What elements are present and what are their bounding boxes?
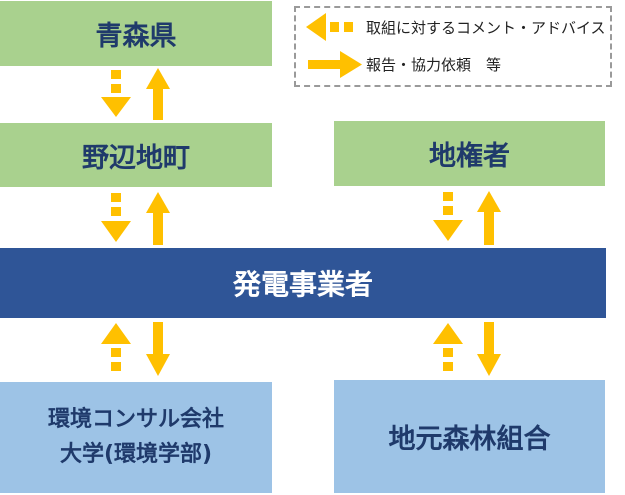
- node-aomori-label: 青森県: [95, 21, 177, 52]
- legend-solid-arrow: [308, 51, 362, 78]
- node-power-producer-label: 発電事業者: [232, 268, 373, 301]
- node-university-label: 大学(環境学部): [59, 441, 213, 467]
- node-aomori-prefecture: 青森県: [0, 1, 272, 66]
- arrow-dashed-landowner-to-producer: [433, 192, 463, 241]
- node-forestry-cooperative: 地元森林組合: [334, 380, 605, 493]
- node-nobeji-town: 野辺地町: [0, 123, 272, 187]
- arrow-solid-producer-to-forestry: [477, 322, 501, 376]
- legend-dashed-arrow: [306, 13, 353, 41]
- arrow-solid-nobeji-to-aomori: [146, 68, 170, 120]
- arrow-dashed-nobeji-to-producer: [101, 193, 131, 242]
- arrow-dashed-aomori-to-nobeji: [101, 70, 131, 117]
- node-power-producer: 発電事業者: [0, 248, 606, 318]
- arrow-solid-producer-to-consultant: [146, 322, 170, 376]
- node-forestry-label: 地元森林組合: [388, 424, 551, 455]
- arrow-dashed-consultant-to-producer: [101, 323, 131, 371]
- arrow-solid-producer-to-nobeji: [146, 192, 170, 245]
- legend-solid-label: 報告・協力依頼 等: [366, 56, 502, 74]
- legend-dashed-label: 取組に対するコメント・アドバイス: [366, 19, 606, 37]
- node-nobeji-label: 野辺地町: [82, 142, 190, 174]
- node-landowner-label: 地権者: [429, 141, 510, 172]
- arrow-solid-producer-to-landowner: [477, 191, 501, 245]
- node-consultant-university: 環境コンサル会社 大学(環境学部): [0, 382, 272, 493]
- arrow-dashed-forestry-to-producer: [433, 323, 463, 371]
- node-consultant-label: 環境コンサル会社: [47, 407, 224, 433]
- node-landowner: 地権者: [334, 121, 605, 186]
